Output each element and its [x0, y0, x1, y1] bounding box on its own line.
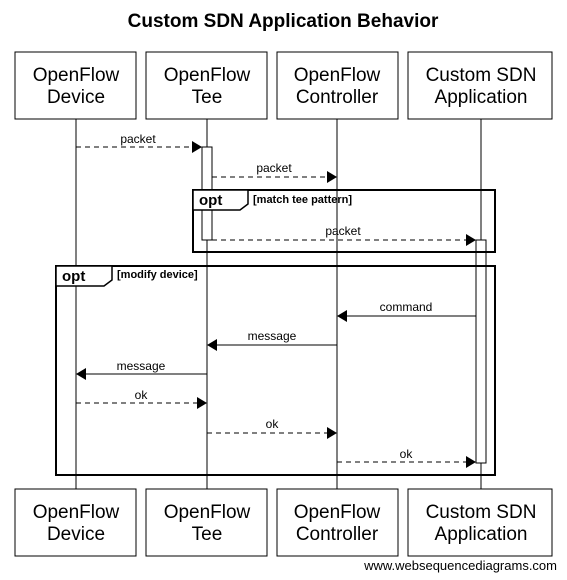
participant-label-line2: Application — [435, 87, 528, 108]
diagram-title: Custom SDN Application Behavior — [128, 11, 439, 32]
fragment-condition: [modify device] — [117, 269, 198, 281]
participant-label-line1: OpenFlow — [164, 65, 251, 86]
message-command-app-to-controller: command — [337, 300, 476, 322]
message-label: ok — [266, 417, 280, 431]
message-label: packet — [120, 132, 156, 146]
participant-label-line1: OpenFlow — [33, 502, 120, 523]
message-packet-tee-to-controller: packet — [212, 161, 337, 183]
participant-label-line2: Device — [47, 87, 105, 108]
participant-label-line2: Application — [435, 524, 528, 545]
activation-app — [475, 239, 487, 464]
message-ok-tee-to-controller: ok — [207, 417, 337, 439]
fragment-keyword: opt — [199, 192, 222, 209]
participant-label-line2: Tee — [192, 524, 223, 545]
message-message-controller-to-tee: message — [207, 329, 337, 351]
participant-device-top: OpenFlow Device — [14, 51, 137, 120]
messages: packet packet packet command message — [76, 132, 476, 468]
message-ok-device-to-tee: ok — [76, 388, 207, 409]
participant-device-bottom: OpenFlow Device — [14, 488, 137, 557]
participants-top: OpenFlow Device OpenFlow Tee OpenFlow Co… — [14, 51, 553, 120]
message-label: message — [117, 359, 166, 373]
participant-tee-top: OpenFlow Tee — [145, 51, 268, 120]
message-ok-controller-to-app: ok — [337, 447, 476, 468]
participant-label-line2: Controller — [296, 524, 379, 545]
watermark: www.websequencediagrams.com — [363, 558, 557, 573]
participant-label-line1: OpenFlow — [294, 65, 381, 86]
fragment-keyword: opt — [62, 268, 85, 285]
message-label: packet — [325, 224, 361, 238]
message-label: command — [380, 300, 433, 314]
message-label: packet — [256, 161, 292, 175]
participant-controller-top: OpenFlow Controller — [276, 51, 399, 120]
participant-app-bottom: Custom SDN Application — [407, 488, 553, 557]
message-message-tee-to-device: message — [76, 359, 207, 380]
participant-tee-bottom: OpenFlow Tee — [145, 488, 268, 557]
message-label: ok — [400, 447, 414, 461]
fragment-opt-modify-device: opt [modify device] — [55, 265, 496, 476]
participant-label-line1: OpenFlow — [294, 502, 381, 523]
message-packet-device-to-tee: packet — [76, 132, 202, 153]
fragment-opt-match-tee: opt [match tee pattern] — [192, 189, 496, 253]
participant-label-line1: Custom SDN — [426, 65, 537, 86]
participant-label-line2: Tee — [192, 87, 223, 108]
participant-label-line2: Device — [47, 524, 105, 545]
fragment-condition: [match tee pattern] — [253, 194, 352, 206]
message-label: ok — [135, 388, 149, 402]
participants-bottom: OpenFlow Device OpenFlow Tee OpenFlow Co… — [14, 488, 553, 557]
participant-label-line1: OpenFlow — [33, 65, 120, 86]
participant-controller-bottom: OpenFlow Controller — [276, 488, 399, 557]
participant-label-line1: OpenFlow — [164, 502, 251, 523]
message-packet-tee-to-app: packet — [212, 224, 476, 246]
participant-label-line2: Controller — [296, 87, 379, 108]
participant-label-line1: Custom SDN — [426, 502, 537, 523]
message-label: message — [248, 329, 297, 343]
participant-app-top: Custom SDN Application — [407, 51, 553, 120]
